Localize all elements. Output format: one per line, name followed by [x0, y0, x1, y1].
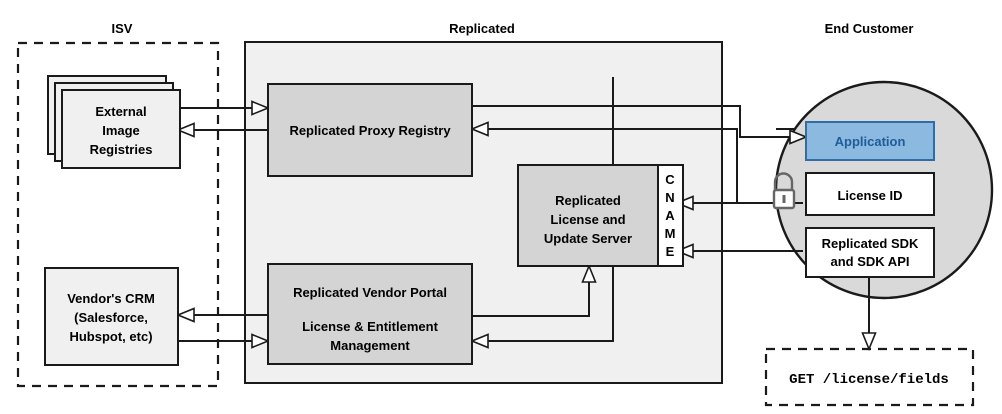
application-label: Application [835, 134, 906, 149]
node-application[interactable]: Application [805, 121, 935, 161]
node-replicated-license-update-server[interactable]: Replicated License and Update Server [517, 164, 659, 267]
connection-sdk-to-cname [674, 243, 803, 259]
node-replicated-proxy-registry[interactable]: Replicated Proxy Registry [267, 83, 473, 177]
cname-letter-4: M [665, 226, 676, 241]
vendor-portal-line-1: Replicated Vendor Portal [293, 285, 447, 300]
node-vendors-crm[interactable]: Vendor's CRM (Salesforce, Hubspot, etc) [44, 267, 179, 366]
node-external-image-registries[interactable]: External Image Registries [47, 75, 181, 169]
node-replicated-sdk[interactable]: Replicated SDK and SDK API [805, 227, 935, 278]
vendor-portal-line-3: Management [330, 338, 410, 353]
license-update-server-line-1: Replicated [555, 193, 621, 208]
connection-registries-to-proxy [178, 100, 271, 116]
node-replicated-vendor-portal[interactable]: Replicated Vendor Portal License & Entit… [267, 263, 473, 365]
zone-isv-boundary [16, 41, 220, 388]
connection-proxy-registry-to-application [472, 105, 809, 145]
external-image-registries-line-1: External [95, 104, 146, 119]
connection-sdk-to-api-request [861, 277, 877, 352]
zone-label-replicated: Replicated [449, 21, 515, 36]
api-request-label: GET /license/fields [789, 372, 949, 388]
zone-label-isv: ISV [112, 21, 133, 36]
external-image-registries-line-3: Registries [90, 142, 153, 157]
license-update-server-line-2: License and [550, 212, 625, 227]
connection-crm-to-vendor-portal [178, 333, 271, 349]
replicated-sdk-line-2: and SDK API [831, 254, 910, 269]
zone-label-end-customer: End Customer [825, 21, 914, 36]
external-image-registries-line-2: Image [102, 123, 140, 138]
vendor-portal-line-2: License & Entitlement [302, 319, 438, 334]
node-api-request[interactable]: GET /license/fields [764, 347, 975, 407]
license-update-server-line-3: Update Server [544, 231, 632, 246]
replicated-sdk-line-1: Replicated SDK [822, 236, 919, 251]
cname-letter-3: A [665, 208, 675, 223]
connection-end-customer-to-proxy-registry [469, 121, 738, 203]
cname-letter-5: E [666, 244, 675, 259]
vendors-crm-line-1: Vendor's CRM [67, 291, 155, 306]
connection-vendor-portal-to-license-server [472, 263, 597, 317]
unlock-icon [772, 172, 796, 210]
connection-proxy-to-registries [175, 122, 268, 138]
license-id-label: License ID [837, 188, 902, 203]
replicated-proxy-registry-label: Replicated Proxy Registry [289, 123, 451, 138]
vendors-crm-line-2: (Salesforce, [74, 310, 148, 325]
node-cname-tab[interactable]: C N A M E [657, 164, 684, 267]
node-license-id[interactable]: License ID [805, 172, 935, 216]
cname-letter-1: C [665, 172, 675, 187]
vendors-crm-line-3: Hubspot, etc) [69, 329, 152, 344]
connection-vendor-portal-to-crm [175, 307, 268, 323]
cname-letter-2: N [665, 190, 674, 205]
